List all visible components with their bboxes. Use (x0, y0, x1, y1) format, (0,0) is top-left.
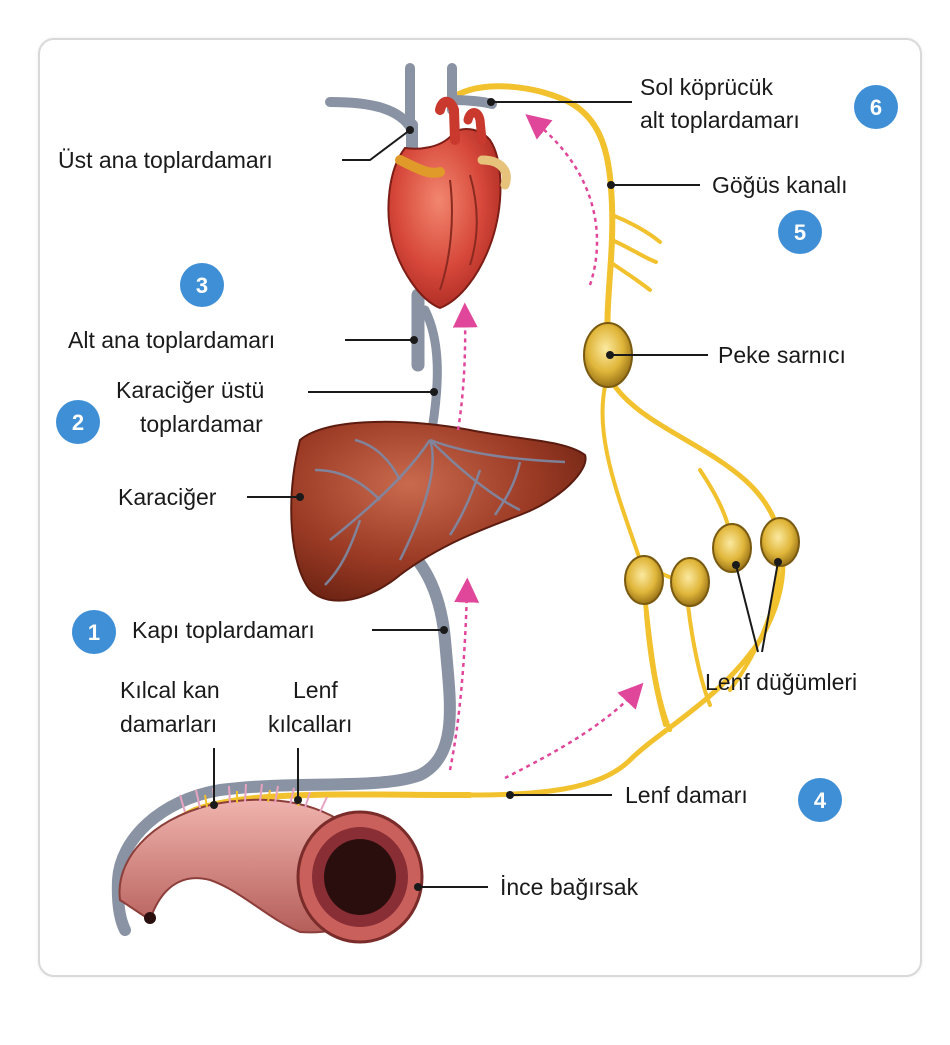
lymph-node (670, 557, 710, 607)
step-badge-6: 6 (854, 85, 898, 129)
flow-arrow (525, 114, 599, 286)
lymph-vessel (643, 598, 667, 727)
label-gogus-kanali: Göğüs kanalı (712, 172, 848, 198)
small-intestine (118, 783, 424, 944)
label-kilcal-kan: damarları (120, 711, 217, 737)
thoracic-duct (447, 83, 616, 353)
lymph-nodes (624, 517, 800, 607)
lymph-node (624, 555, 664, 605)
vein-branch (325, 97, 417, 135)
flow-arrows (448, 114, 644, 780)
step-badge-1: 1 (72, 610, 116, 654)
flow-arrow (504, 682, 644, 780)
svg-text:5: 5 (794, 220, 806, 245)
label-karaciger: Karaciğer (118, 484, 217, 510)
lymph-node (712, 523, 752, 573)
duct-branch (610, 213, 662, 244)
lymph-vessel (600, 373, 672, 732)
step-badges: 1 2 3 4 5 6 (56, 85, 898, 822)
label-karaciger-ustu: Karaciğer üstü (116, 377, 264, 403)
svg-text:6: 6 (870, 95, 882, 120)
label-ince-bagirsak: İnce bağırsak (500, 874, 639, 900)
duct-branch (610, 238, 658, 264)
lymph-vessel (686, 603, 712, 707)
svg-text:2: 2 (72, 410, 84, 435)
duct-branch (608, 260, 652, 292)
label-lenf-kilcallari: Lenf (293, 677, 338, 703)
label-lenf-kilcallari: kılcalları (268, 711, 352, 737)
lymph-node (760, 517, 800, 567)
flow-arrow (448, 577, 480, 771)
label-kilcal-kan: Kılcal kan (120, 677, 220, 703)
intestine-lumen (324, 839, 396, 915)
label-lenf-damari: Lenf damarı (625, 782, 748, 808)
svg-text:1: 1 (88, 620, 100, 645)
label-karaciger-ustu: toplardamar (140, 411, 263, 437)
step-badge-3: 3 (180, 263, 224, 307)
portal-vein (111, 534, 456, 936)
veins (111, 63, 497, 936)
label-peke: Peke sarnıcı (718, 342, 846, 368)
step-badge-5: 5 (778, 210, 822, 254)
step-badge-2: 2 (56, 400, 100, 444)
intestine-end (144, 912, 156, 924)
step-badge-4: 4 (798, 778, 842, 822)
leader-lines (210, 98, 782, 891)
vein-branch (447, 95, 497, 109)
svg-text:4: 4 (814, 788, 827, 813)
label-sol-kopruculuk: alt toplardamarı (640, 107, 800, 133)
labels: Sol köprücük alt toplardamarı Üst ana to… (58, 74, 857, 900)
hepatic-vein (420, 305, 442, 435)
label-ust-ana: Üst ana toplardamarı (58, 147, 273, 173)
label-alt-ana: Alt ana toplardamarı (68, 327, 275, 353)
liver (290, 420, 587, 602)
flow-arrow (452, 302, 478, 431)
heart (387, 96, 511, 310)
label-lenf-dugumleri: Lenf düğümleri (705, 669, 857, 695)
svg-text:3: 3 (196, 273, 208, 298)
label-sol-kopruculuk: Sol köprücük (640, 74, 773, 100)
label-kapi: Kapı toplardamarı (132, 617, 315, 643)
